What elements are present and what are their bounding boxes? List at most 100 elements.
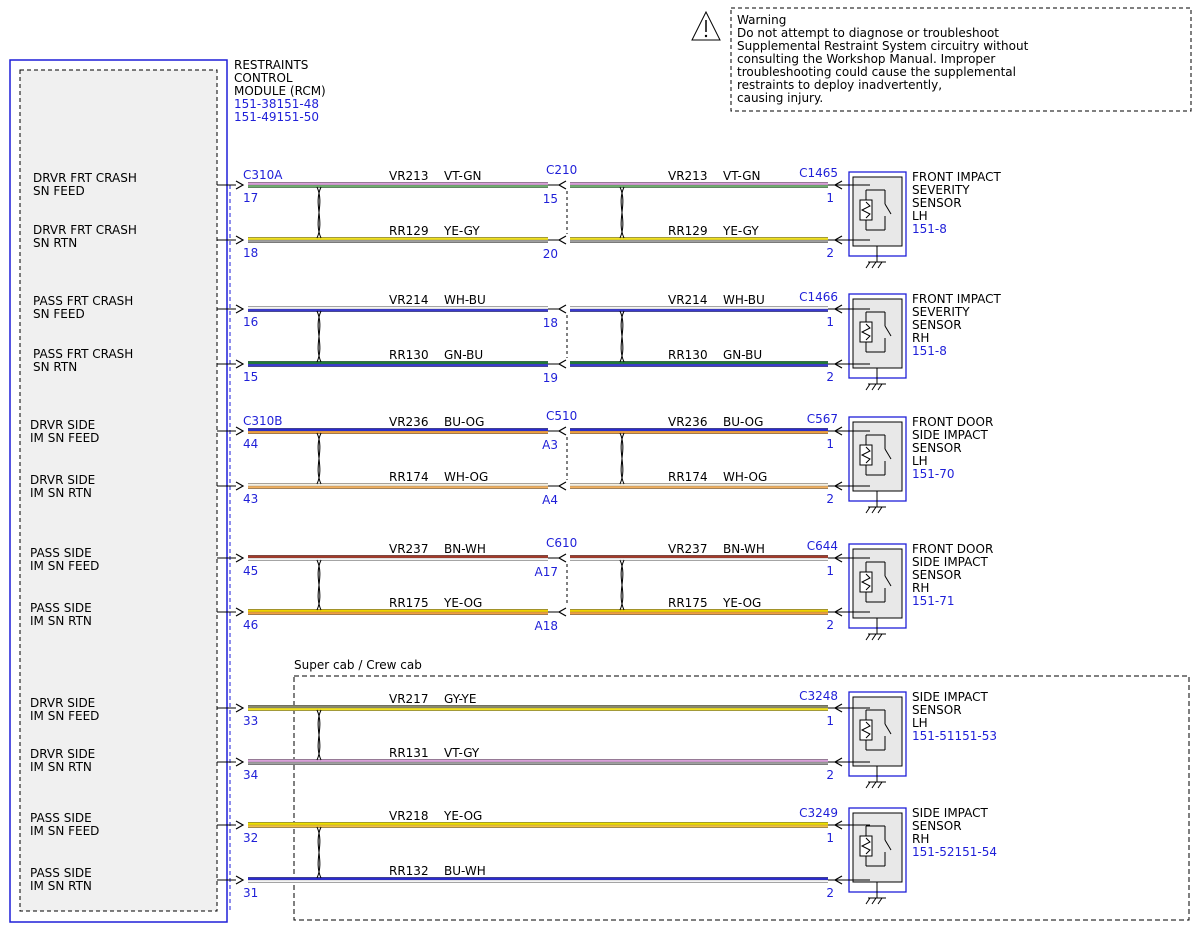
sensor-name-line: SENSOR <box>912 441 962 455</box>
rcm-pin-number: 34 <box>243 768 258 782</box>
pin-label-line: PASS SIDE <box>30 811 92 825</box>
warning-line: causing injury. <box>737 91 823 105</box>
resistor-zigzag <box>860 721 871 739</box>
switch-icon <box>884 325 892 337</box>
pin-label-line: DRVR FRT CRASH <box>33 223 137 237</box>
rcm-ref-link[interactable]: 151-49151-50 <box>234 110 319 124</box>
dest-pin-number: 2 <box>826 246 834 260</box>
wire-color-code: BN-WH <box>444 542 486 556</box>
wire-color-code: VT-GN <box>723 169 760 183</box>
rcm-ref-link[interactable]: 151-38151-48 <box>234 97 319 111</box>
dest-pin-number: 2 <box>826 618 834 632</box>
sensor-name-line: FRONT DOOR <box>912 542 993 556</box>
sensor-ref-link[interactable]: 151-70 <box>912 467 955 481</box>
ground-icon <box>871 383 877 391</box>
wire-color-code: GY-YE <box>444 692 476 706</box>
pin-label-line: PASS SIDE <box>30 546 92 560</box>
ground-icon <box>877 897 883 905</box>
mid-pin-number: 20 <box>543 247 558 261</box>
switch-icon <box>884 839 892 851</box>
sensor-name-line: RH <box>912 581 929 595</box>
ground-icon <box>865 506 871 514</box>
connector-arrow <box>833 607 843 617</box>
rcm-pin-number: 32 <box>243 831 258 845</box>
pin-label-line: PASS SIDE <box>30 601 92 615</box>
pin-label-line: DRVR SIDE <box>30 473 95 487</box>
ground-icon <box>871 261 877 269</box>
dest-connector-id[interactable]: C3249 <box>799 806 838 820</box>
ground-icon <box>871 781 877 789</box>
ground-icon <box>877 261 883 269</box>
circuit-id: VR236 <box>389 415 428 429</box>
warning-box: Warning Do not attempt to diagnose or tr… <box>691 7 1192 112</box>
connector-arrow <box>235 304 245 314</box>
dest-connector-id[interactable]: C3248 <box>799 689 838 703</box>
circuit-id: VR213 <box>668 169 707 183</box>
sensor-body <box>852 548 903 619</box>
connector-arrow <box>557 553 567 563</box>
resistor-zigzag <box>860 837 871 855</box>
switch-icon <box>884 575 892 587</box>
twisted-pair-marker <box>316 826 322 879</box>
wire-color-code: GN-BU <box>444 348 483 362</box>
connector-arrow <box>235 235 245 245</box>
sensor-name-line: SENSOR <box>912 196 962 210</box>
pin-label-line: SN FEED <box>33 307 85 321</box>
circuit-id: VR214 <box>389 293 428 307</box>
pin-label-line: IM SN RTN <box>30 614 92 628</box>
pin-label-line: DRVR FRT CRASH <box>33 171 137 185</box>
circuit-id: RR175 <box>668 596 708 610</box>
mid-connector-id[interactable]: C610 <box>546 536 577 550</box>
pin-label-line: DRVR SIDE <box>30 418 95 432</box>
pin-label-line: IM SN FEED <box>30 559 99 573</box>
twisted-pair-marker <box>619 310 625 363</box>
sensor-ref-link[interactable]: 151-8 <box>912 344 947 358</box>
connector-arrow <box>235 359 245 369</box>
mid-pin-number: 15 <box>543 192 558 206</box>
sensor-ref-link[interactable]: 151-8 <box>912 222 947 236</box>
sensor-name-line: SEVERITY <box>912 183 970 197</box>
dest-connector-id[interactable]: C1466 <box>799 290 838 304</box>
circuit-id: RR174 <box>668 470 708 484</box>
sensor-name-line: SIDE IMPACT <box>912 428 989 442</box>
sensor-name-line: SIDE IMPACT <box>912 690 989 704</box>
pin-label-line: PASS FRT CRASH <box>33 294 133 308</box>
connector-arrow <box>557 304 567 314</box>
super-cab-label: Super cab / Crew cab <box>294 658 422 672</box>
sensor-ref-link[interactable]: 151-71 <box>912 594 955 608</box>
sensor-ref-link[interactable]: 151-51151-53 <box>912 729 997 743</box>
resistor-zigzag <box>860 201 871 219</box>
pin-label-line: PASS SIDE <box>30 866 92 880</box>
wire-color-code: WH-BU <box>723 293 765 307</box>
twisted-pair-marker <box>316 709 322 761</box>
pin-label-line: PASS FRT CRASH <box>33 347 133 361</box>
connector-arrow <box>833 875 843 885</box>
rcm-connector-id[interactable]: C310B <box>243 414 283 428</box>
connector-arrow <box>833 235 843 245</box>
mid-connector-id[interactable]: C510 <box>546 409 577 423</box>
wire-color-code: WH-BU <box>444 293 486 307</box>
circuit-id: VR236 <box>668 415 707 429</box>
connector-arrow <box>833 553 843 563</box>
mid-pin-number: 18 <box>543 316 558 330</box>
dest-connector-id[interactable]: C1465 <box>799 166 838 180</box>
pin-label-line: IM SN FEED <box>30 709 99 723</box>
dest-pin-number: 1 <box>826 191 834 205</box>
sensor-ref-link[interactable]: 151-52151-54 <box>912 845 997 859</box>
rcm-pin-number: 15 <box>243 370 258 384</box>
dest-connector-id[interactable]: C567 <box>807 412 838 426</box>
warning-line: troubleshooting could cause the suppleme… <box>737 65 1016 79</box>
rcm-connector-id[interactable]: C310A <box>243 168 283 182</box>
pin-label-line: SN FEED <box>33 184 85 198</box>
twisted-pair-marker <box>619 432 625 485</box>
circuit-id: VR214 <box>668 293 707 307</box>
rcm-module <box>9 59 231 923</box>
mid-connector-id[interactable]: C210 <box>546 163 577 177</box>
connector-arrow <box>833 481 843 491</box>
mid-pin-number: A17 <box>535 565 558 579</box>
ground-icon <box>871 506 877 514</box>
dest-pin-number: 2 <box>826 886 834 900</box>
rcm-pin-number: 33 <box>243 714 258 728</box>
sensor-name-line: SENSOR <box>912 568 962 582</box>
dest-connector-id[interactable]: C644 <box>807 539 838 553</box>
